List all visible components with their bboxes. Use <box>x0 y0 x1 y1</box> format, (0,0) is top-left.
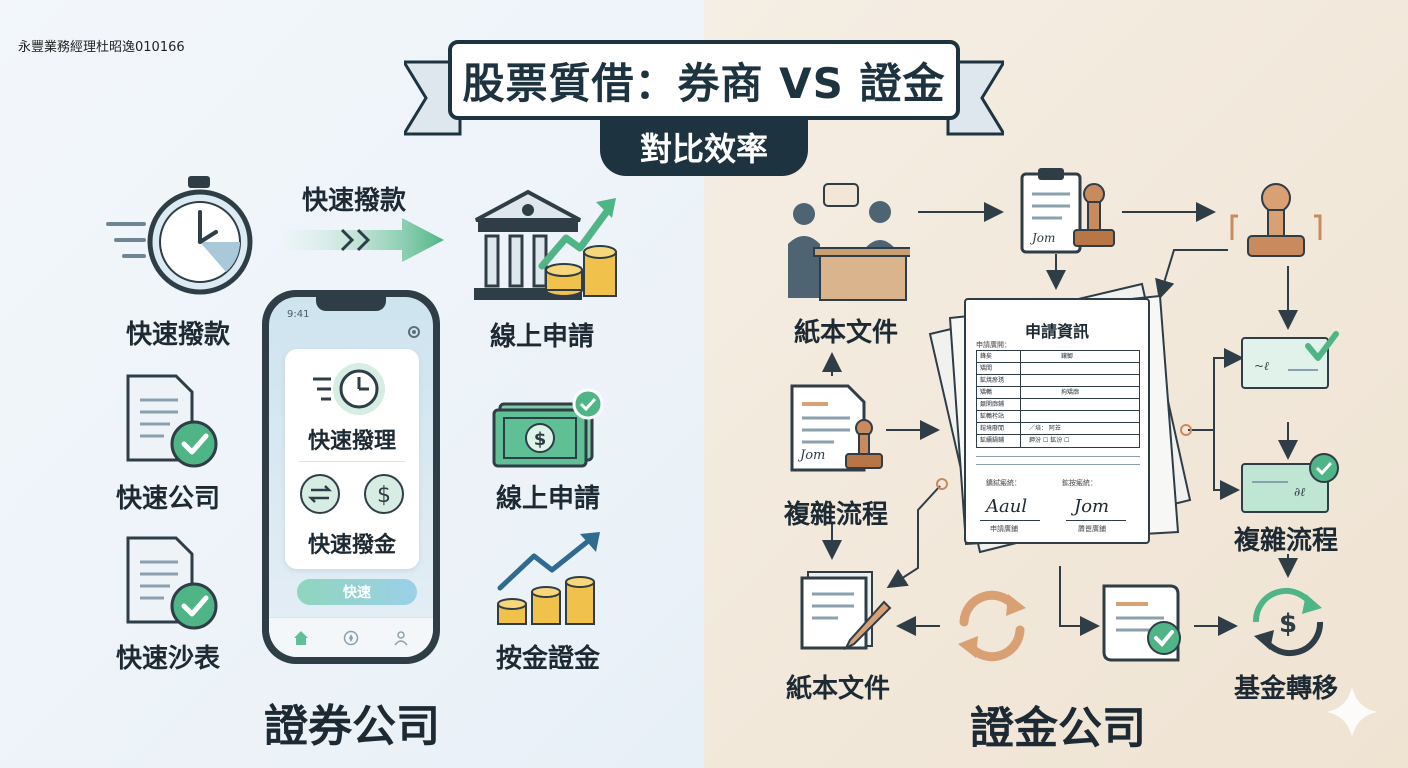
home-icon[interactable] <box>293 630 309 646</box>
form-table: 鋒矣鑲鯽 矯閏 鉱焼瘀琇 矯鵪拘矯廓 鼐閑廓鋪 鉱鵪枍站 鍹境廢閒／培： 阿苙 … <box>976 350 1140 448</box>
sparkle-icon <box>1326 686 1378 738</box>
watermark: 永豐業務經理杜昭逸010166 <box>18 40 185 55</box>
form-row: 鉱續鍋鋪 鉀汾 ☐ 鉱汾 ☐ <box>977 435 1139 447</box>
card-item2-label: 快速撥金 <box>307 533 396 558</box>
page-title: 股票質借：券商 VS 證金 <box>448 40 960 120</box>
document-pen-icon <box>800 571 892 650</box>
process-connectors <box>822 202 1298 636</box>
svg-text:$: $ <box>377 483 391 508</box>
profile-icon[interactable] <box>393 630 409 646</box>
form-row: 鉱鵪枍站 <box>977 411 1139 423</box>
svg-text:$: $ <box>534 429 547 450</box>
form-line <box>976 464 1140 465</box>
phone-notch <box>316 297 386 311</box>
form-row: 鍹境廢閒 ／培： 阿苙 <box>977 423 1139 435</box>
gear-icon[interactable] <box>407 325 421 339</box>
clock-fast-icon <box>313 363 385 415</box>
form-row: 鉱焼瘀琇 <box>977 375 1139 387</box>
form-cell: 矯閏 <box>977 363 1021 374</box>
fast-button[interactable]: 快速 <box>297 579 417 605</box>
stamp-icon <box>1230 183 1322 257</box>
form-sign-line <box>1066 520 1126 521</box>
form-cell: 鉱鵪枍站 <box>977 411 1021 422</box>
form-cell: 鋒矣 <box>977 351 1021 362</box>
check-card-icon-2: ∂ℓ <box>1241 453 1339 513</box>
dollar-icon[interactable]: $ <box>363 473 405 515</box>
banner-ribbon <box>404 60 1004 136</box>
form-cell: 鼐閑廓鋪 <box>977 399 1021 410</box>
phone-tab-bar <box>269 617 433 657</box>
page-subtitle: 對比效率 <box>600 118 808 176</box>
form-sign-line <box>980 520 1040 521</box>
bank-icon <box>474 189 617 300</box>
bank-label: 線上申請 <box>489 322 594 352</box>
counter-label: 紙本文件 <box>793 318 898 348</box>
money-label: 線上申請 <box>495 484 600 514</box>
form-row: 矯鵪 拘矯廓 <box>977 387 1139 399</box>
doc2-label: 快速沙表 <box>115 644 220 674</box>
service-counter-icon <box>788 183 910 301</box>
compass-icon[interactable] <box>343 630 359 646</box>
form-note-left: 鑛鋱瘢統： <box>986 479 1021 487</box>
phone-time: 9:41 <box>287 309 310 320</box>
form-signature-right: Jom <box>1074 496 1110 517</box>
clipboard-stamp-icon: Jom <box>1020 168 1115 254</box>
form-cell <box>1021 411 1139 422</box>
form-cell: 鉱焼瘀琇 <box>977 375 1021 386</box>
fast-arrow-icon <box>282 218 444 262</box>
form-title: 申請資訊 <box>1024 322 1089 341</box>
card-item1-label: 快速撥理 <box>307 429 396 454</box>
card-divider <box>299 461 405 462</box>
form-sign-left-label: 申請廣鋪 <box>990 525 1018 533</box>
form-row: 鼐閑廓鋪 <box>977 399 1139 411</box>
form-cell: 鉱續鍋鋪 <box>977 435 1021 447</box>
fund-label: 基金轉移 <box>1233 674 1338 704</box>
doc-stamp-label: 複雜流程 <box>783 500 888 530</box>
form-note-right: 鉱按瘢統： <box>1062 479 1097 487</box>
right-heading: 證金公司 <box>970 703 1146 754</box>
svg-text:Jom: Jom <box>1029 231 1055 245</box>
form-cell <box>1021 375 1139 386</box>
doc1-label: 快速公司 <box>115 484 220 514</box>
doc-pen-label: 紙本文件 <box>785 674 890 704</box>
smartphone: 9:41 快速撥理 $ <box>262 290 440 664</box>
coins-growth-icon <box>497 532 600 625</box>
phone-card: 快速撥理 $ 快速撥金 <box>285 349 419 569</box>
fund-transfer-icon: $ <box>1252 587 1324 657</box>
form-cell <box>1021 363 1139 374</box>
form-cell <box>1021 399 1139 410</box>
form-line <box>976 456 1140 457</box>
check-card-icon: ~ℓ <box>1241 331 1339 389</box>
fast-transfer-label: 快速撥款 <box>301 186 406 216</box>
form-row: 矯閏 <box>977 363 1139 375</box>
money-check-icon: $ <box>492 388 604 468</box>
form-sign-right-label: 贗鬯廣鋪 <box>1078 525 1106 533</box>
check-right-label: 複雜流程 <box>1233 526 1338 556</box>
stopwatch-icon <box>106 176 253 295</box>
scroll-check-icon <box>1102 584 1181 662</box>
form-cell: 鑲鯽 <box>1061 353 1074 360</box>
document-check-icon <box>126 374 218 468</box>
application-form: 申請資訊 申請廣開： 鋒矣鑲鯽 矯閏 鉱焼瘀琇 矯鵪拘矯廓 鼐閑廓鋪 鉱鵪枍站 … <box>964 298 1150 544</box>
cycle-icon <box>958 590 1026 662</box>
form-signature-left: Aaul <box>986 496 1028 517</box>
left-heading: 證券公司 <box>264 701 440 752</box>
form-cell: ／培： 阿苙 <box>1029 425 1061 432</box>
exchange-icon[interactable] <box>299 473 341 515</box>
form-row: 鋒矣 鑲鯽 <box>977 351 1139 363</box>
doc-signature: Jom <box>800 448 826 463</box>
form-header: 申請廣開： <box>976 341 1011 349</box>
coins-label: 按金證金 <box>495 644 600 674</box>
document-stamp-icon <box>790 384 883 472</box>
form-cell: 鍹境廢閒 <box>977 423 1021 434</box>
document-check-icon-2 <box>126 536 218 630</box>
stopwatch-label: 快速撥款 <box>125 320 230 350</box>
svg-text:∂ℓ: ∂ℓ <box>1294 485 1305 499</box>
form-cell: 鉀汾 ☐ 鉱汾 ☐ <box>1029 437 1070 444</box>
svg-text:$: $ <box>1279 609 1297 639</box>
form-cell: 矯鵪 <box>977 387 1021 398</box>
phone-screen: 9:41 快速撥理 $ <box>269 297 433 657</box>
form-cell: 拘矯廓 <box>1061 389 1080 396</box>
svg-text:~ℓ: ~ℓ <box>1254 359 1269 373</box>
